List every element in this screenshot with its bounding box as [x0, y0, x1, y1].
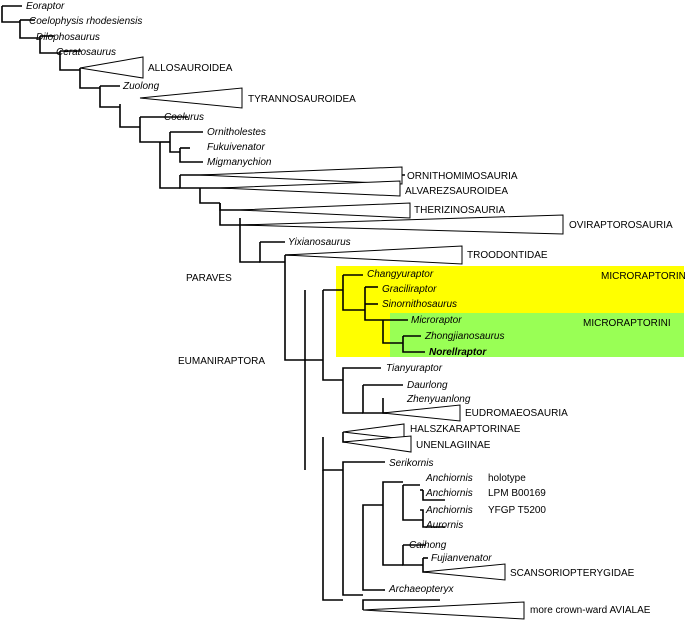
taxon-dilophosaurus: Dilophosaurus	[36, 32, 100, 43]
clade-scansoriopterygidae: SCANSORIOPTERYGIDAE	[510, 568, 635, 579]
clade-troodontidae: TROODONTIDAE	[467, 250, 548, 261]
clade-therizinosauria: THERIZINOSAURIA	[414, 205, 505, 216]
taxon-coelophysis: Coelophysis rhodesiensis	[29, 16, 142, 27]
triangle-allosauroidea	[79, 56, 144, 79]
label-microraptorini: MICRORAPTORINI	[583, 318, 671, 329]
taxon-ornitholestes: Ornitholestes	[207, 127, 266, 138]
triangle-halszkaraptorinae	[342, 423, 405, 440]
taxon-serikornis: Serikornis	[389, 458, 433, 469]
clade-halszkaraptorinae: HALSZKARAPTORINAE	[410, 424, 521, 435]
taxon-anchiornis-1: Anchiornis	[425, 473, 473, 484]
taxon-fukuivenator: Fukuivenator	[207, 142, 265, 153]
taxon-zhongjianosaurus: Zhongjianosaurus	[424, 331, 505, 342]
taxon-caihong: Caihong	[409, 540, 447, 551]
taxon-anchiornis-3: Anchiornis	[425, 505, 473, 516]
triangle-scansoriopterygidae	[422, 563, 506, 581]
triangle-alvarezsauroidea	[219, 180, 401, 197]
taxon-zuolong: Zuolong	[122, 81, 160, 92]
clade-tyrannosauroidea: TYRANNOSAUROIDEA	[248, 94, 356, 105]
taxon-aurornis: Aurornis	[425, 520, 463, 531]
taxon-fujianvenator: Fujianvenator	[431, 553, 492, 564]
taxon-eoraptor: Eoraptor	[26, 1, 65, 12]
triangle-therizinosauria	[239, 202, 411, 219]
clade-triangles	[79, 56, 564, 620]
taxon-tianyuraptor: Tianyuraptor	[386, 363, 443, 374]
taxon-zhenyuanlong: Zhenyuanlong	[406, 394, 471, 405]
triangle-troodontidae	[284, 245, 463, 265]
clade-oviraptorosauria: OVIRAPTOROSAURIA	[569, 220, 673, 231]
taxon-changyuraptor: Changyuraptor	[367, 269, 434, 280]
clade-avialae: more crown-ward AVIALAE	[530, 605, 651, 616]
triangle-avialae	[362, 601, 525, 620]
triangle-tyrannosauroidea	[139, 87, 243, 109]
clade-eudromaeosauria: EUDROMAEOSAURIA	[465, 408, 568, 419]
taxon-anchiornis-2-note: LPM B00169	[488, 488, 546, 499]
taxon-graciliraptor: Graciliraptor	[382, 284, 437, 295]
taxon-archaeopteryx: Archaeopteryx	[388, 584, 454, 595]
taxon-microraptor: Microraptor	[411, 315, 462, 326]
taxon-anchiornis-2: Anchiornis	[425, 488, 473, 499]
taxon-norellraptor: Norellraptor	[429, 347, 487, 358]
triangle-eudromaeosauria	[382, 404, 461, 422]
label-eumaniraptora: EUMANIRAPTORA	[178, 356, 265, 367]
triangle-oviraptorosauria	[239, 214, 564, 235]
clade-ornithomimosauria: ORNITHOMIMOSAURIA	[407, 171, 518, 182]
taxon-sinornithosaurus: Sinornithosaurus	[382, 299, 457, 310]
taxon-coelurus: Coelurus	[164, 112, 204, 123]
taxon-anchiornis-1-note: holotype	[488, 473, 526, 484]
taxon-daurlong: Daurlong	[407, 380, 448, 391]
triangle-unenlagiinae	[342, 435, 412, 453]
triangle-ornithomimosauria	[199, 166, 403, 185]
microraptorini-highlight	[390, 313, 684, 357]
clade-allosauroidea: ALLOSAUROIDEA	[148, 63, 233, 74]
taxon-ceratosaurus: Ceratosaurus	[56, 47, 116, 58]
label-microraptorinae: MICRORAPTORINAE	[601, 271, 685, 282]
clade-unenlagiinae: UNENLAGIINAE	[416, 440, 491, 451]
label-paraves: PARAVES	[186, 273, 232, 284]
clade-alvarezsauroidea: ALVAREZSAUROIDEA	[405, 186, 508, 197]
taxon-migmanychion: Migmanychion	[207, 157, 272, 168]
taxon-anchiornis-3-note: YFGP T5200	[488, 505, 546, 516]
taxon-yixianosaurus: Yixianosaurus	[288, 237, 351, 248]
